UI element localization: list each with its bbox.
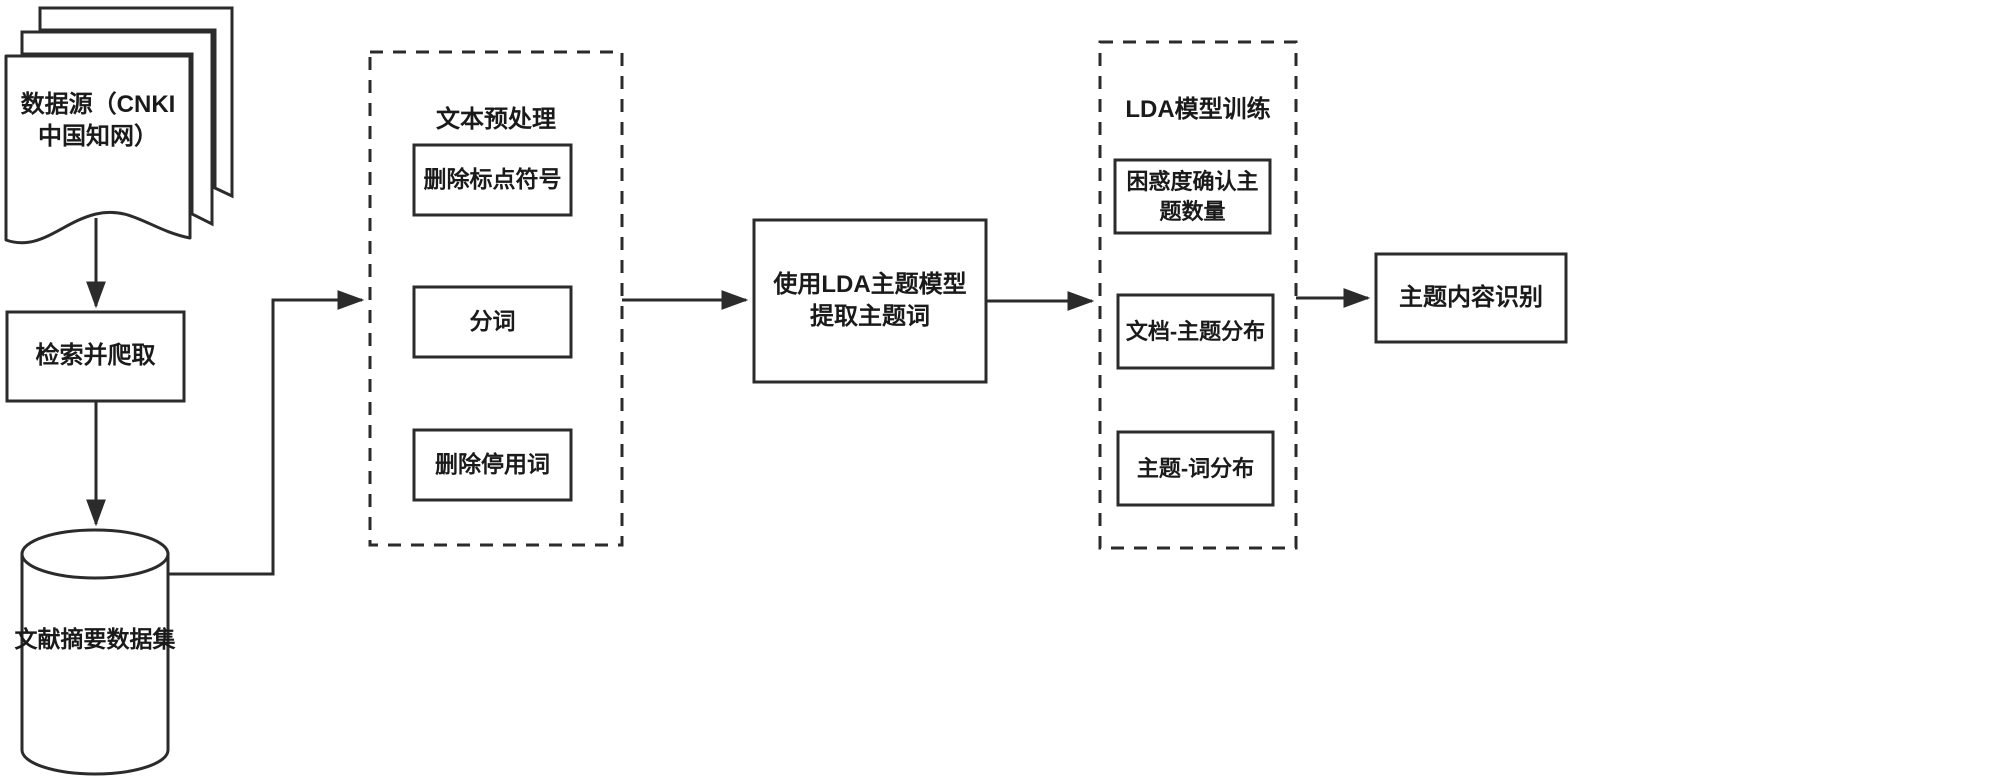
node-perplexity-shape [1113, 158, 1272, 235]
node-doc-topic-shape [1116, 293, 1275, 370]
node-crawl-shape [5, 310, 186, 403]
node-data-source-shape [4, 6, 234, 245]
node-remove-stopwords-shape [412, 428, 573, 502]
group-lda-training-shape [1098, 40, 1298, 550]
group-preprocess-title: 文本预处理 [436, 106, 556, 133]
node-topic-word-shape [1116, 430, 1275, 507]
group-preprocess-shape [368, 50, 624, 547]
group-lda-training-title: LDA模型训练 [1125, 96, 1271, 123]
node-topic-recognition-shape [1374, 252, 1568, 344]
node-lda-extract-shape [752, 218, 988, 384]
node-segment-shape [412, 285, 573, 359]
edge-dataset-to-preprocess [168, 290, 365, 576]
node-dataset-shape [20, 528, 170, 776]
node-remove-punct-shape [412, 143, 573, 217]
